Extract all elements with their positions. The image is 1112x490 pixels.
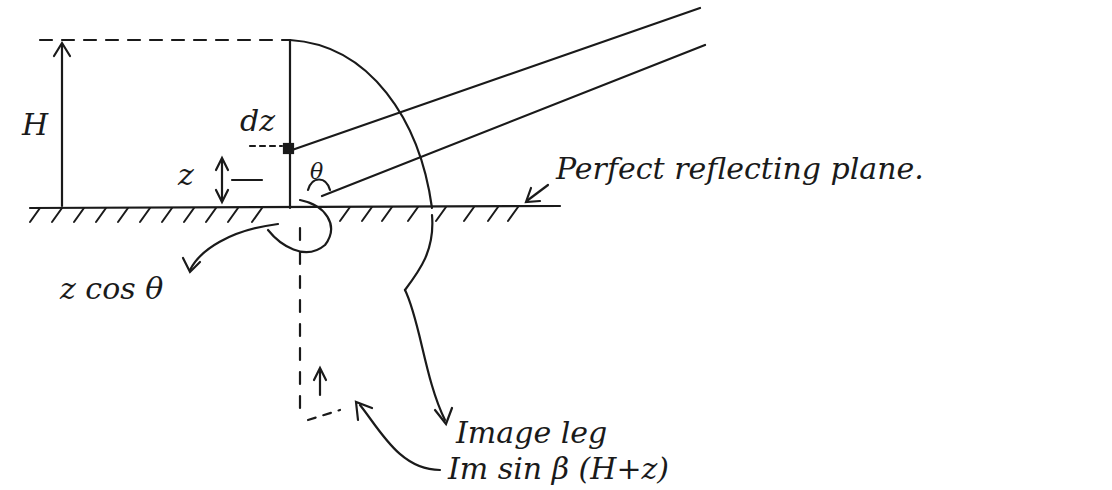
image-leader [405,290,445,420]
zcos-leader [190,224,278,270]
arrowhead [435,408,452,424]
dz-guide [250,145,282,147]
z-label: z [178,158,194,191]
z-arrow [221,160,223,200]
arrowhead [54,43,70,56]
z-leader [232,179,262,181]
ray-line [292,8,700,150]
monopole-antenna [289,40,291,208]
image-guide [308,410,340,420]
dz-label: dz [240,104,275,137]
image-leader [360,405,440,470]
field-arc [290,40,432,208]
image-leg-label: Image leg [456,416,607,449]
image-current-arrow [319,370,321,395]
angle-label: θ [310,160,323,184]
image-arc [405,215,432,290]
arrowhead [216,190,228,202]
height-arrow [61,44,63,206]
projection-curve [268,200,331,252]
height-label: H [22,108,48,141]
arrowhead [356,402,372,420]
height-guide [40,39,290,41]
arrowhead [216,158,228,170]
arrowhead [526,188,540,202]
projection-label: z cos θ [60,272,163,305]
plane-label: Perfect reflecting plane. [556,152,924,185]
image-current-label: Im sin β (H+z) [448,452,669,485]
reflecting-plane [30,206,560,208]
arrowhead [183,258,200,272]
image-antenna [299,228,301,410]
arrowhead [314,368,326,380]
current-element [284,144,293,153]
hatching [30,207,518,222]
